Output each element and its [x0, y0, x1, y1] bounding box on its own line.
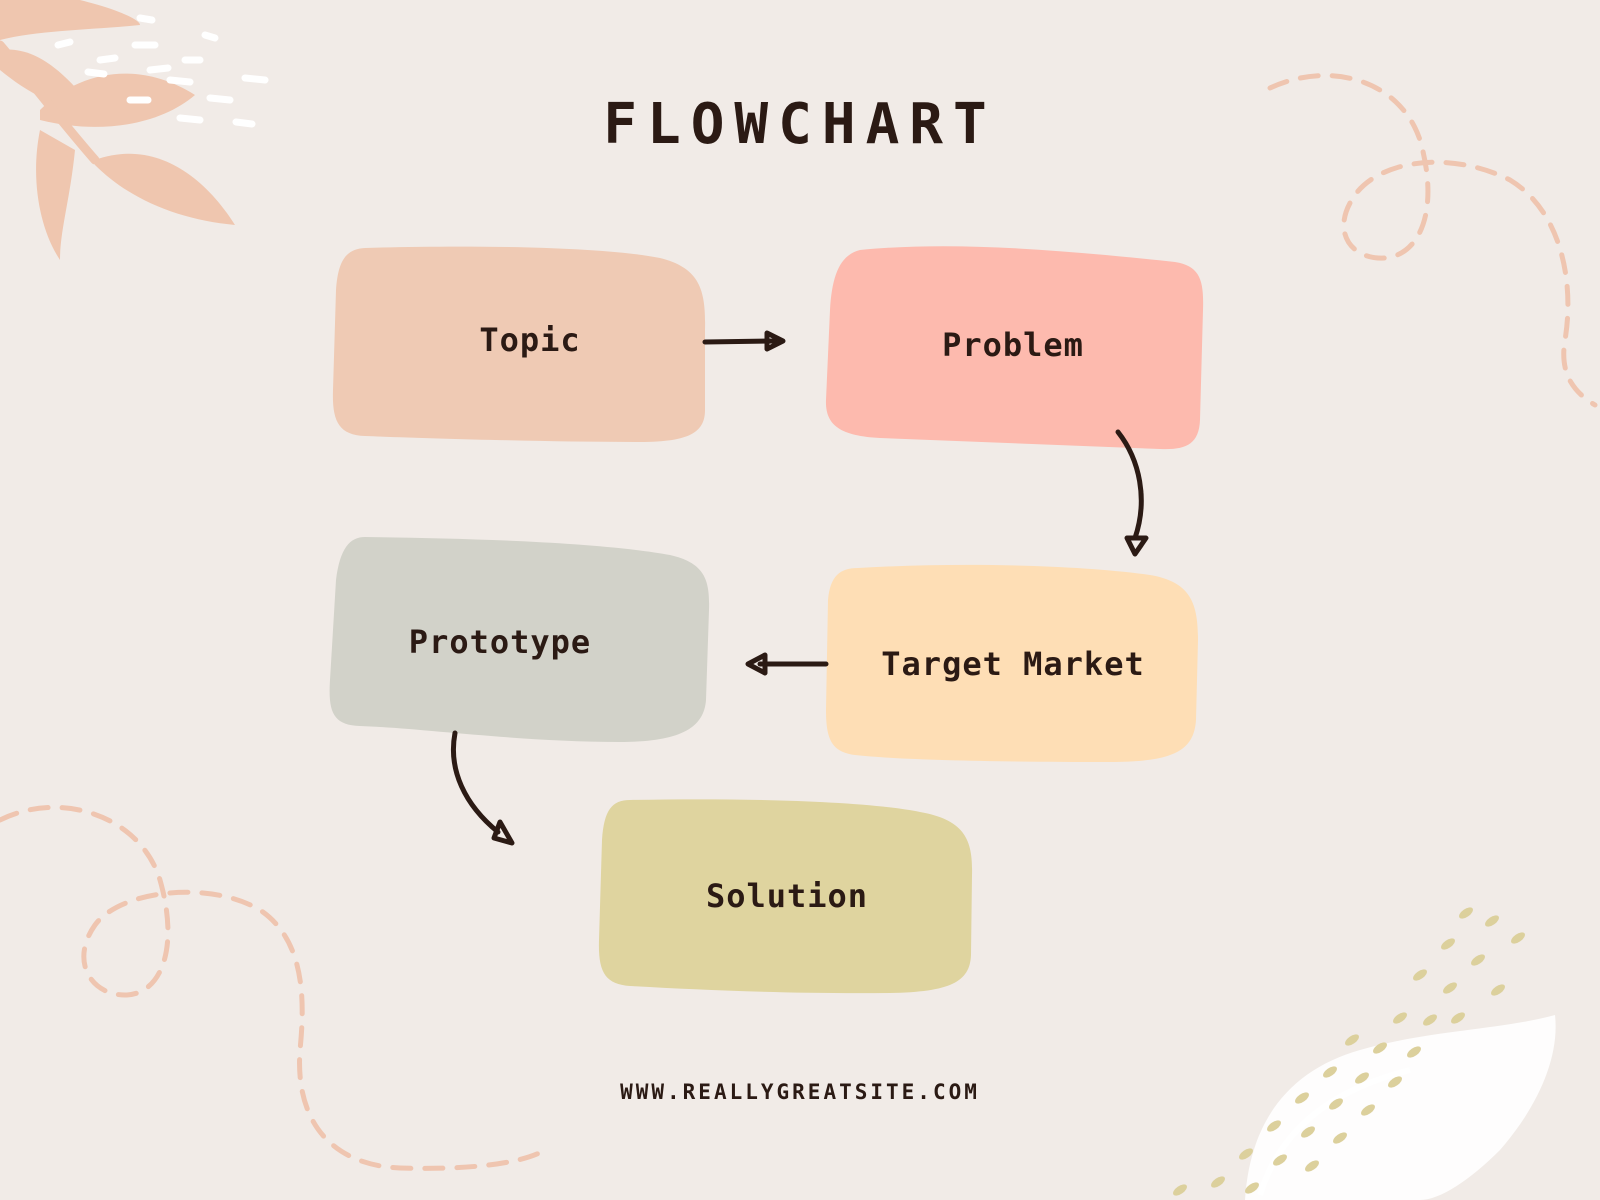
solution-label: Solution [705, 877, 869, 915]
dashed-loop-decoration [0, 804, 548, 1171]
page-title: FLOWCHART [603, 92, 997, 157]
problem-box [825, 246, 1204, 450]
prototype-box [329, 537, 710, 742]
topic-label: Topic [479, 321, 581, 359]
arrow-topic-to-problem [702, 330, 786, 352]
problem-label: Problem [942, 326, 1084, 364]
brush-stroke-decoration [1245, 1015, 1556, 1200]
arrow-problem-to-target-market [1115, 429, 1149, 557]
arrow-target-market-to-prototype [745, 652, 829, 676]
arrow-prototype-to-solution [451, 730, 515, 846]
target-market-label: Target Market [881, 645, 1145, 683]
website-url: WWW.REALLYGREATSITE.COM [620, 1080, 980, 1104]
dashed-loop-decoration [1267, 73, 1598, 408]
dot-pattern-decoration [1173, 907, 1525, 1196]
solution-box [598, 799, 973, 994]
white-dash-decoration [54, 14, 269, 128]
target-market-box [826, 564, 1198, 762]
topic-box [332, 246, 706, 442]
prototype-label: Prototype [408, 623, 592, 661]
leaf-branch-decoration [0, 0, 235, 260]
